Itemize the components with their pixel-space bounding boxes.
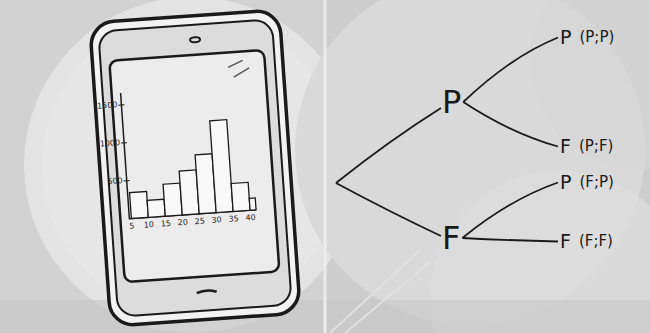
outcome-node: P (F;P)	[560, 173, 614, 192]
axis-label: 20	[177, 219, 188, 228]
outcome-node: P (P;P)	[560, 28, 614, 47]
axis-label: 1500	[97, 101, 118, 110]
outcome-node: F (P;F)	[560, 137, 613, 156]
outcome-letter: F	[442, 222, 460, 254]
axis-label: 25	[194, 217, 205, 226]
axis-label: 40	[245, 214, 256, 223]
outcome-node: F (F;F)	[560, 232, 613, 251]
tree-branch	[463, 38, 558, 103]
outcome-pair: (P;P)	[579, 30, 614, 45]
tree-node: P	[442, 86, 461, 118]
outcome-letter: P	[560, 173, 571, 192]
axis-label: 1000	[99, 139, 120, 148]
tree-branch	[462, 183, 558, 239]
axis-label: 15	[160, 220, 171, 229]
axis-label: 35	[228, 215, 239, 224]
tree-branch	[462, 238, 558, 242]
outcome-letter: F	[560, 232, 571, 251]
outcome-letter: P	[560, 28, 571, 47]
tree-node: F	[442, 222, 460, 254]
outcome-pair: (F;P)	[579, 175, 613, 190]
outcome-letter: P	[442, 86, 461, 118]
outcome-pair: (P;F)	[579, 139, 613, 154]
axis-label: 10	[144, 221, 155, 230]
axis-label: 5	[129, 222, 135, 230]
outcome-letter: F	[560, 137, 571, 156]
outcome-pair: (F;F)	[579, 234, 613, 249]
axis-label: 500	[107, 177, 123, 186]
axis-label: 30	[211, 216, 222, 225]
tree-branch	[463, 102, 558, 147]
